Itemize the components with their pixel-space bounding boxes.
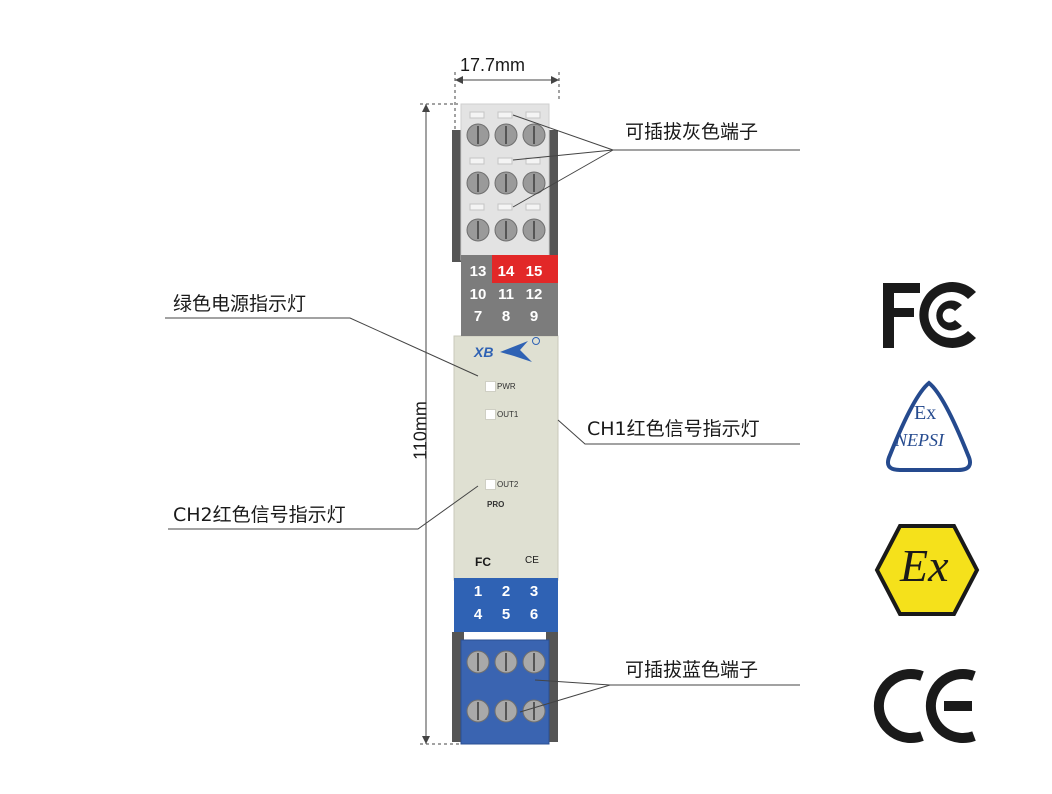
out2-led-label: OUT2 (497, 480, 519, 489)
leader-gray-terminal (512, 149, 614, 161)
terminal-number: 11 (498, 286, 514, 303)
screw (522, 171, 546, 195)
atex-ex-text: Ex (900, 540, 949, 591)
terminal-slot (497, 157, 513, 165)
height-dimension-label: 110mm (410, 401, 431, 460)
width-dimension-label: 17.7mm (460, 55, 526, 75)
screw (522, 123, 546, 147)
screw (494, 218, 518, 242)
width-arrow-right (551, 76, 559, 84)
terminal-number: 8 (501, 308, 511, 325)
red-terminal-highlight (492, 255, 558, 283)
screw (522, 699, 546, 723)
terminal-number: 14 (497, 263, 515, 280)
top-terminal-screws (466, 123, 546, 242)
ce-mark (873, 669, 976, 743)
screw (494, 650, 518, 674)
screw (522, 218, 546, 242)
out1-led-label: OUT1 (497, 410, 519, 419)
terminal-number: 5 (501, 606, 511, 623)
leader-green-led (165, 317, 479, 377)
callout-green-led: 绿色电源指示灯 (173, 293, 307, 315)
terminal-number: 1 (473, 583, 483, 600)
terminal-slot (497, 203, 513, 211)
leader-ch2-led (168, 485, 479, 530)
pro-label: PRO (487, 500, 505, 509)
nepsi-name-text: NEPSI (895, 430, 944, 450)
fc-mark (883, 282, 976, 349)
device-ce-mark: CE (525, 555, 539, 566)
terminal-number: 12 (525, 286, 543, 303)
dimension-arrows (422, 76, 559, 744)
screw (466, 699, 490, 723)
terminal-number: 3 (529, 583, 539, 600)
atex-hexagon (874, 524, 980, 616)
terminal-slot (497, 111, 513, 119)
terminal-slot (469, 203, 485, 211)
callout-blue-terminal: 可插拔蓝色端子 (625, 659, 759, 681)
fc-letter-c-outer (919, 282, 976, 349)
nepsi-mark (886, 380, 972, 472)
leader-gray-terminal (512, 114, 614, 151)
ce-letter-c (873, 669, 924, 743)
fc-letter-f (883, 283, 920, 348)
atex-mark (874, 524, 980, 616)
terminal-slot (525, 203, 541, 211)
xb-logo-swoosh (500, 337, 540, 362)
screw (494, 123, 518, 147)
leader-ch1-led (557, 419, 800, 445)
pwr-led (485, 381, 496, 392)
terminal-number: 13 (469, 263, 487, 280)
height-arrow-bottom (422, 736, 430, 744)
callout-ch1-led: CH1红色信号指示灯 (587, 418, 760, 440)
screw (466, 171, 490, 195)
width-arrow-left (455, 76, 463, 84)
registered-mark (532, 337, 540, 345)
pwr-led-label: PWR (497, 382, 516, 391)
xb-logo-text: XB (474, 344, 494, 360)
terminal-number: 15 (525, 263, 543, 280)
terminal-number: 2 (501, 583, 511, 600)
nepsi-triangle (886, 380, 972, 472)
terminal-number: 4 (473, 606, 483, 623)
terminal-number: 9 (529, 308, 539, 325)
terminal-number: 6 (529, 606, 539, 623)
screw (494, 699, 518, 723)
bottom-terminal-screws (466, 650, 546, 723)
screw (522, 650, 546, 674)
leader-gray-terminal (512, 149, 614, 208)
screw (466, 218, 490, 242)
out1-led (485, 409, 496, 420)
terminal-number: 10 (469, 286, 487, 303)
top-terminal-slots (469, 111, 541, 211)
terminal-slot (469, 157, 485, 165)
fc-letter-c-inner (936, 300, 962, 331)
terminal-slot (469, 111, 485, 119)
bottom-terminal-label-band (454, 578, 558, 632)
callout-leaders (165, 114, 800, 713)
callout-gray-terminal: 可插拔灰色端子 (625, 121, 759, 143)
out2-led (485, 479, 496, 490)
device-fc-mark: FC (475, 555, 491, 569)
screw (466, 650, 490, 674)
leader-blue-terminal (519, 684, 611, 713)
screw (466, 123, 490, 147)
dimension-lines (420, 72, 560, 745)
callout-ch2-led: CH2红色信号指示灯 (173, 504, 346, 526)
terminal-number: 7 (473, 308, 483, 325)
leader-blue-terminal (534, 679, 611, 686)
terminal-slot (525, 111, 541, 119)
nepsi-ex-text: Ex (914, 402, 937, 424)
screw (494, 171, 518, 195)
ce-letter-e (925, 669, 976, 743)
height-arrow-top (422, 104, 430, 112)
